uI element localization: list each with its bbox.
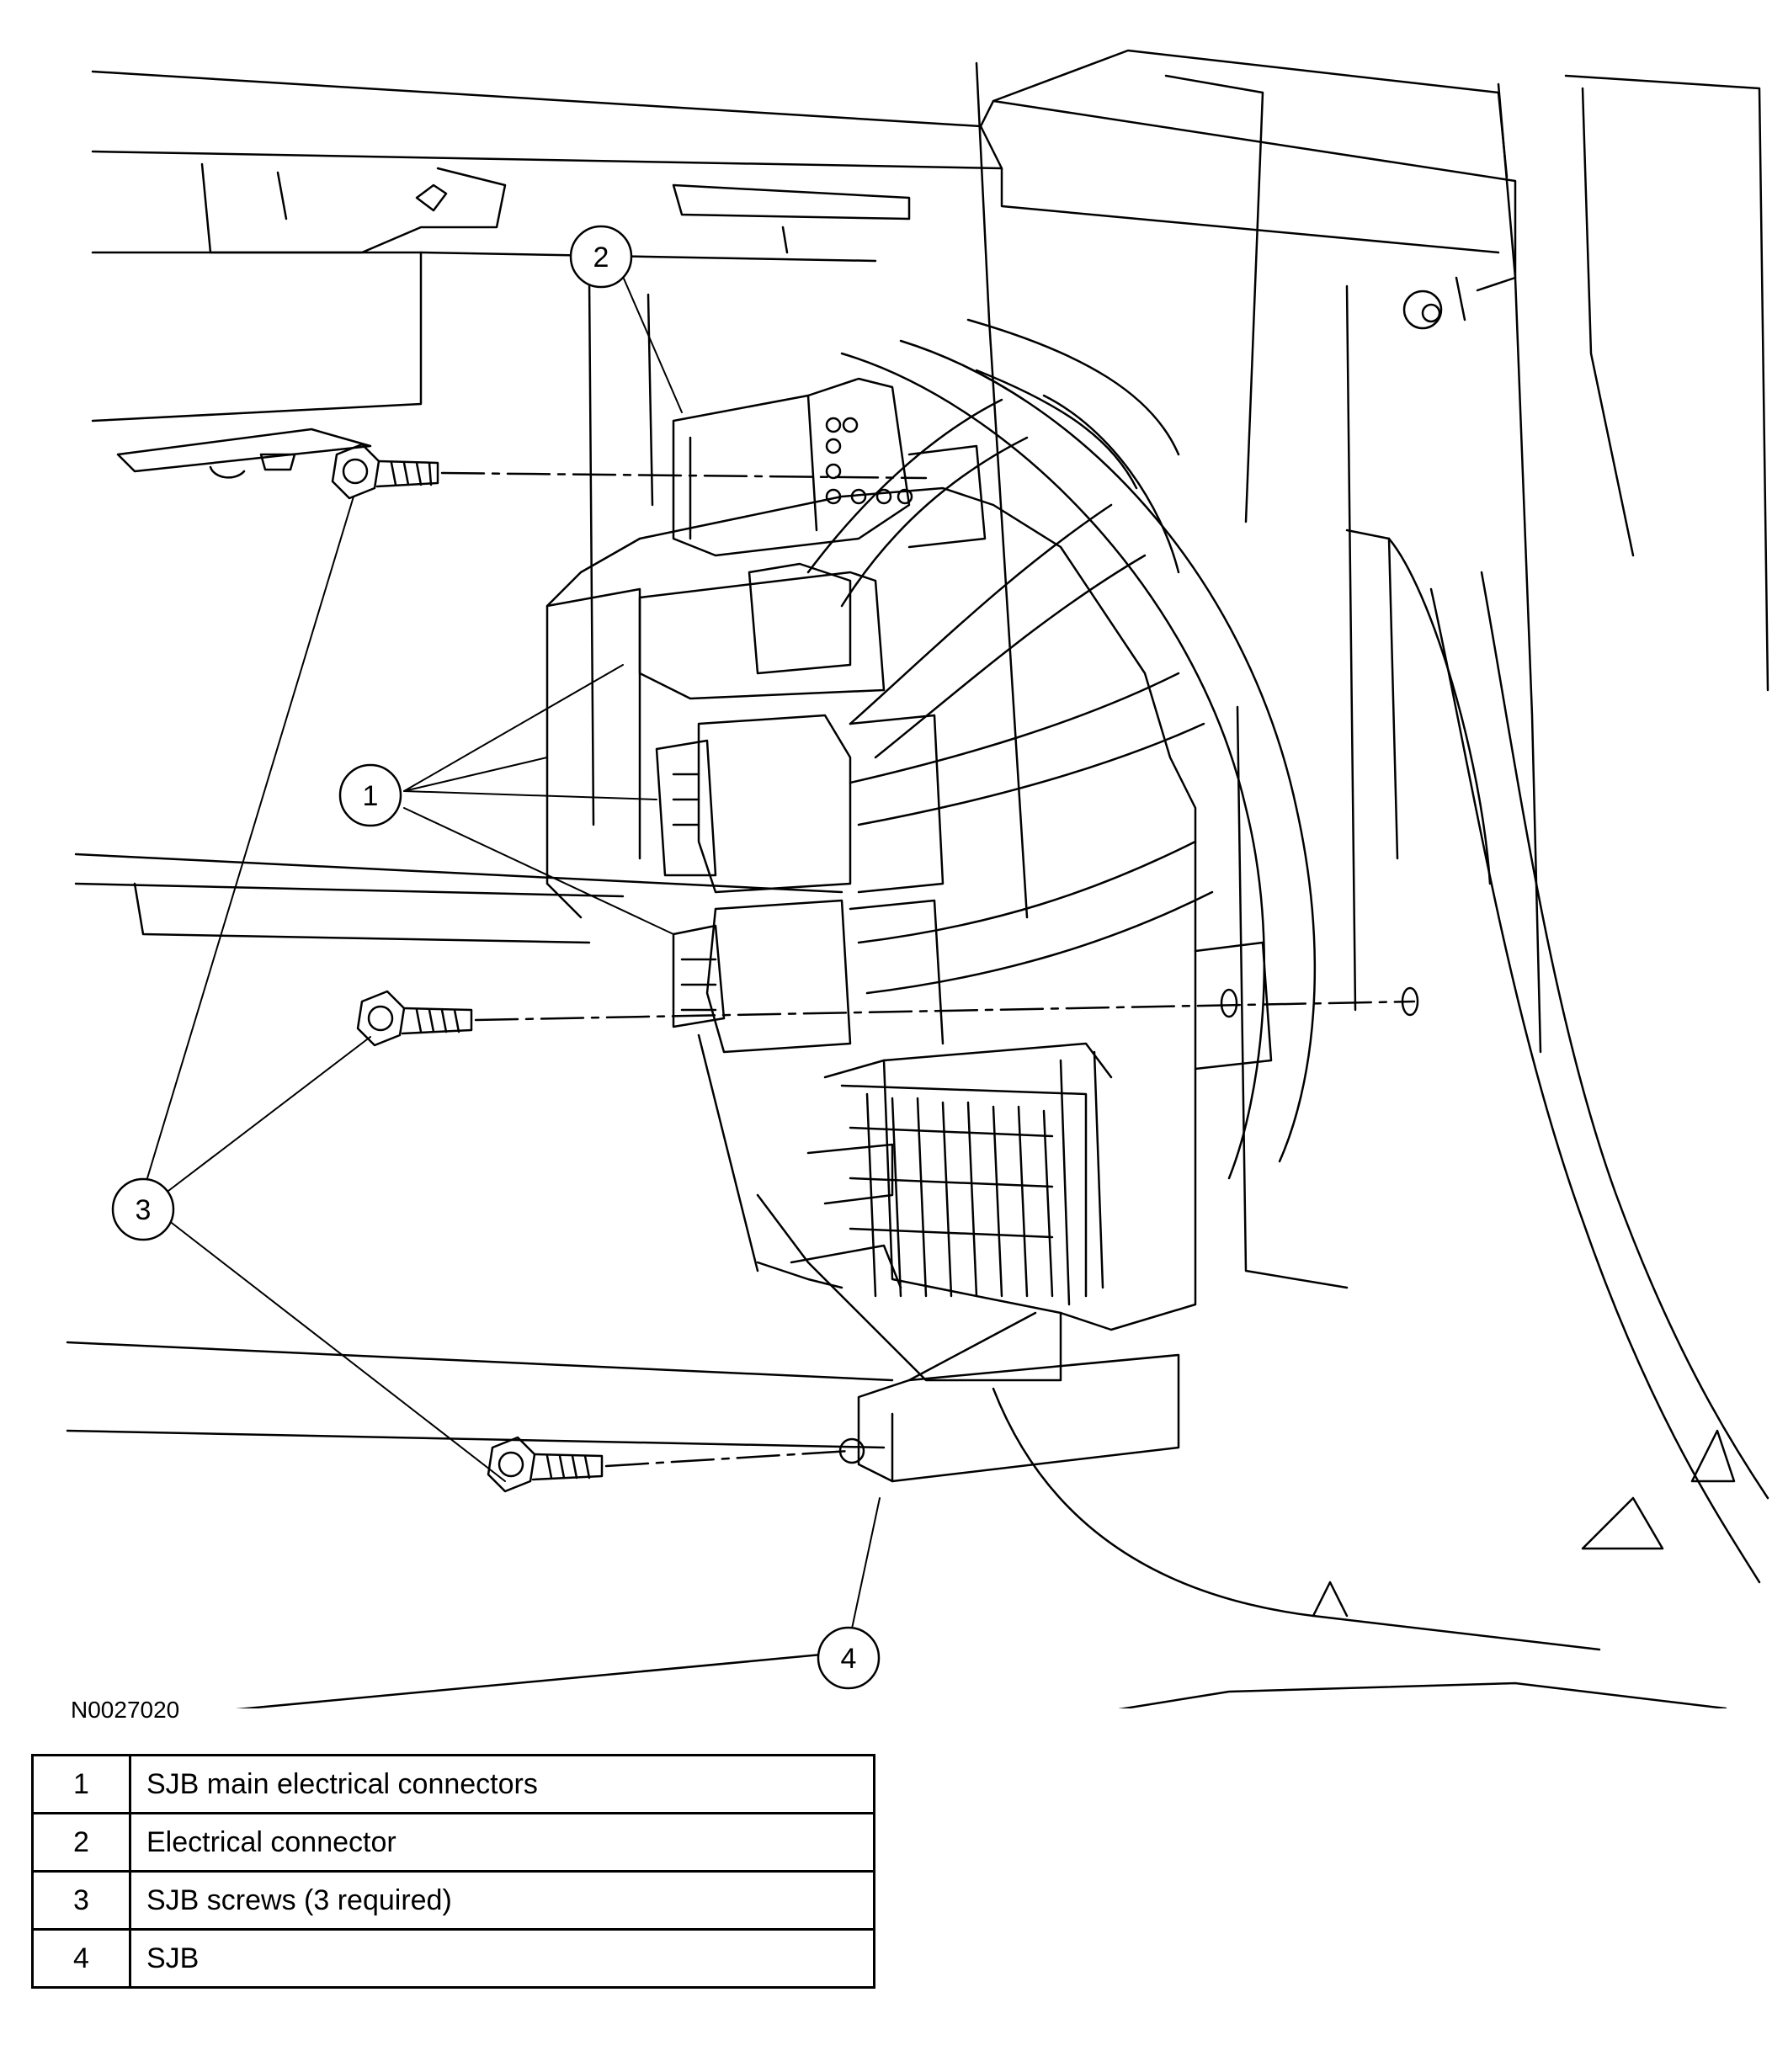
- callout-legend-table: 1 SJB main electrical connectors 2 Elect…: [31, 1754, 875, 1989]
- sjb-mounting-bracket: [838, 941, 1273, 1483]
- fuse-panel: [840, 1084, 1088, 1298]
- table-row: 2 Electrical connector: [31, 1812, 875, 1873]
- callout-1-number: 1: [363, 780, 379, 812]
- screw-middle: [356, 990, 473, 1047]
- legend-number: 3: [31, 1870, 131, 1931]
- electrical-connector-item-2: [672, 377, 987, 557]
- alignment-lines: [440, 471, 1416, 1468]
- callout-4: 4: [817, 1626, 881, 1690]
- table-row: 3 SJB screws (3 required): [31, 1870, 875, 1931]
- callout-1: 1: [338, 763, 402, 827]
- callout-2-number: 2: [593, 242, 609, 274]
- callout-3: 3: [111, 1177, 175, 1241]
- main-connectors: [638, 562, 945, 1054]
- callout-4-number: 4: [841, 1643, 857, 1675]
- exploded-view-illustration: 2 1 3 4: [66, 49, 1769, 1708]
- callout-3-number: 3: [136, 1194, 152, 1226]
- legend-description: SJB main electrical connectors: [129, 1754, 875, 1814]
- callout-2: 2: [569, 225, 633, 289]
- legend-number: 4: [31, 1928, 131, 1989]
- leader-lines: [146, 278, 881, 1629]
- legend-number: 2: [31, 1812, 131, 1873]
- legend-number: 1: [31, 1754, 131, 1814]
- legend-description: Electrical connector: [129, 1812, 875, 1873]
- screw-bottom: [487, 1436, 604, 1493]
- a-pillar-structure: [975, 49, 1769, 1708]
- screw-top: [331, 443, 439, 500]
- table-row: 4 SJB: [31, 1928, 875, 1989]
- smart-junction-box: [545, 486, 1197, 1382]
- mounting-hole: [1401, 986, 1419, 1017]
- dash-panel-structure: [91, 70, 1517, 826]
- table-row: 1 SJB main electrical connectors: [31, 1754, 875, 1814]
- legend-description: SJB screws (3 required): [129, 1870, 875, 1931]
- figure-id: N0027020: [71, 1697, 180, 1723]
- legend-description: SJB: [129, 1928, 875, 1989]
- lower-panel-lines: [66, 853, 894, 1708]
